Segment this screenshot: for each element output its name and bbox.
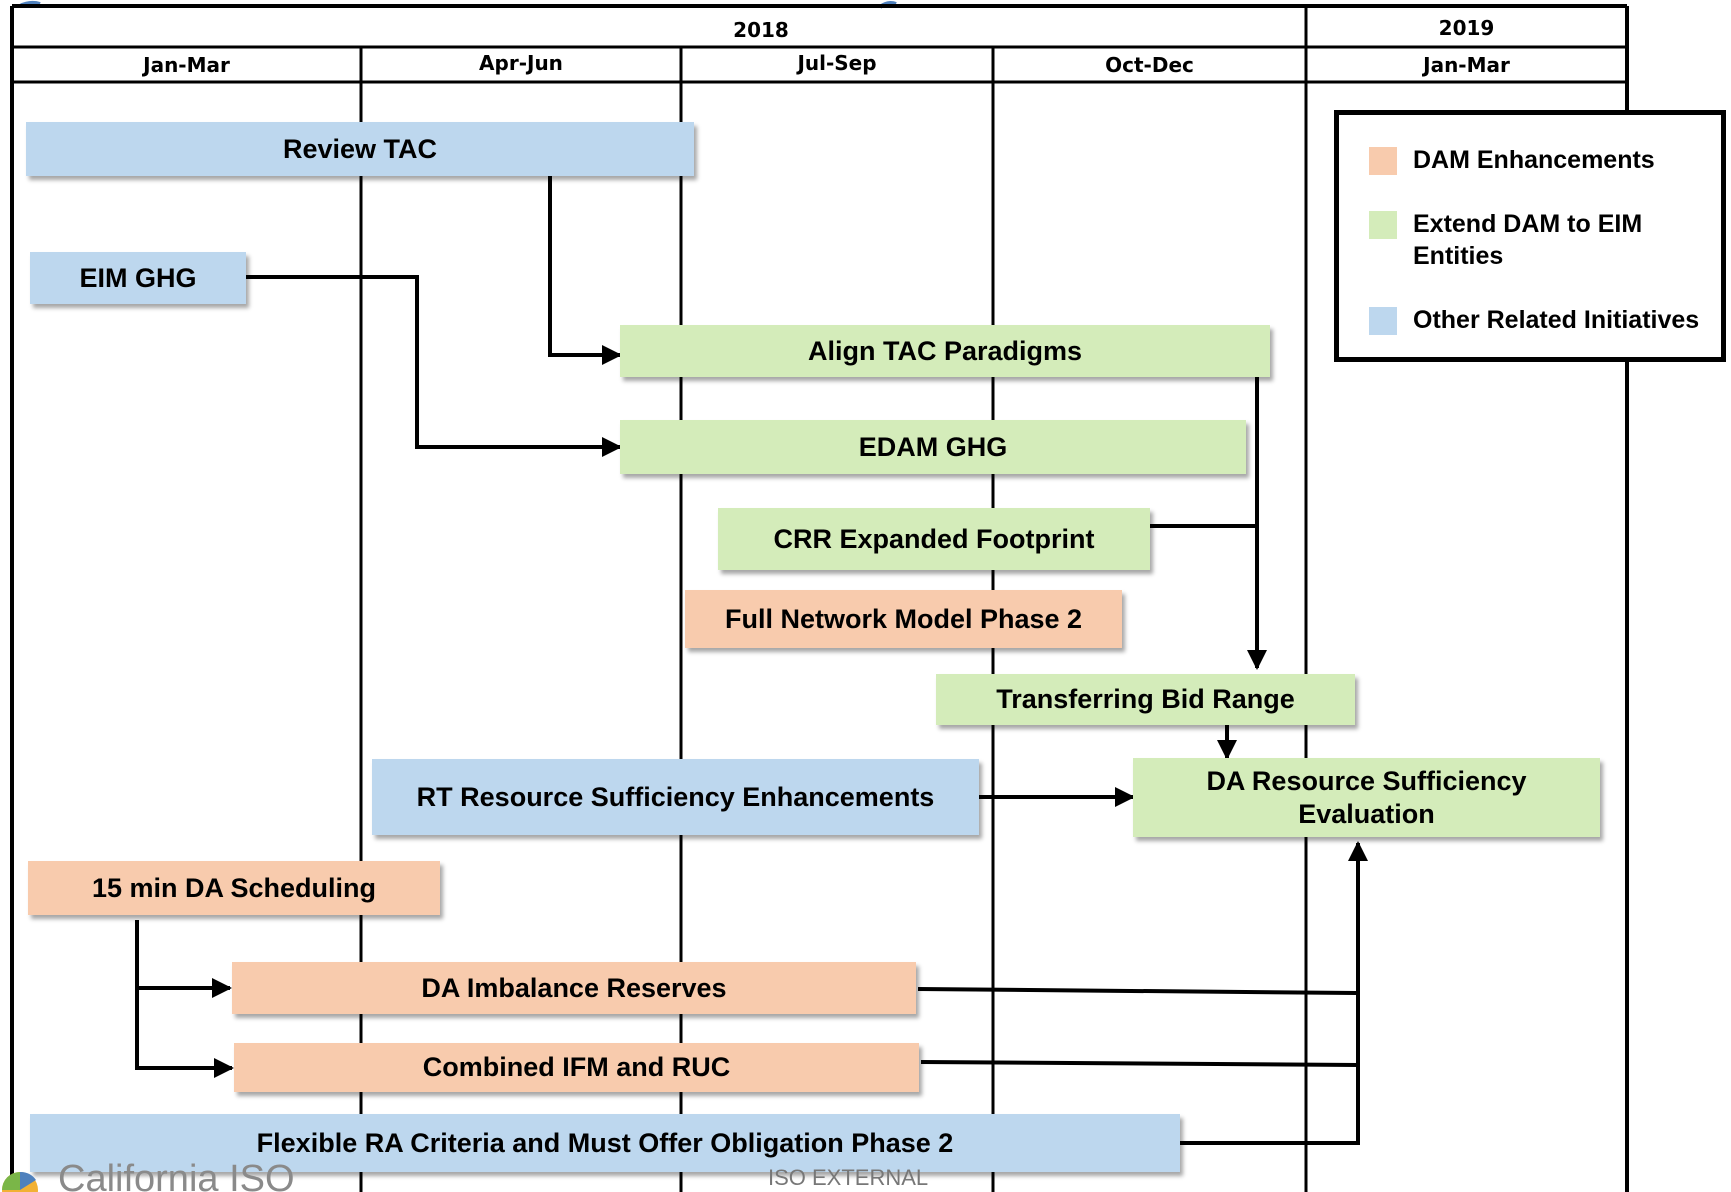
footer-logo-text: California ISO [58, 1158, 295, 1192]
legend-swatch [1369, 307, 1397, 335]
legend-label: Extend DAM to EIM Entities [1413, 210, 1643, 270]
initiative-eim-ghg: EIM GHG [30, 252, 246, 304]
quarter-label-q1-2019: Jan-Mar [1423, 53, 1510, 77]
initiative-rt-resource-sufficiency: RT Resource Sufficiency Enhancements [372, 759, 979, 835]
initiative-flexible-ra-criteria: Flexible RA Criteria and Must Offer Obli… [30, 1114, 1180, 1172]
year-label-2019: 2019 [1438, 16, 1495, 40]
quarter-label-q1-2018: Jan-Mar [143, 53, 230, 77]
initiative-review-tac: Review TAC [26, 122, 694, 176]
arrow-flexra-to-dars [1180, 841, 1368, 1145]
initiative-align-tac-paradigms: Align TAC Paradigms [620, 325, 1270, 377]
year-label-2018: 2018 [733, 18, 789, 42]
legend-swatch [1369, 147, 1397, 175]
quarter-label-q2-2018: Apr-Jun [479, 51, 563, 75]
initiative-da-resource-sufficiency: DA Resource Sufficiency Evaluation [1133, 758, 1600, 837]
legend-item-other-related: Other Related Initiatives [1369, 304, 1723, 336]
initiative-da-imbalance-reserves: DA Imbalance Reserves [232, 962, 916, 1014]
legend-label: Other Related Initiatives [1413, 306, 1700, 334]
connector-cifm [920, 1060, 1359, 1067]
legend-item-extend-dam-to-eim: Extend DAM to EIM Entities [1369, 208, 1683, 272]
arrow-eim-ghg-to-edam-ghg [246, 275, 622, 457]
arrow-15min-to-dair [135, 920, 232, 998]
logo-sun-icon [2, 1171, 38, 1192]
legend-item-dam-enhancements: DAM Enhancements [1369, 144, 1723, 176]
initiative-15-min-da-scheduling: 15 min DA Scheduling [28, 861, 440, 915]
initiative-crr-expanded-footprint: CRR Expanded Footprint [718, 508, 1150, 570]
quarter-label-q4-2018: Oct-Dec [1105, 53, 1194, 77]
legend: DAM Enhancements Extend DAM to EIM Entit… [1334, 110, 1726, 362]
arrow-15min-to-cifm [135, 988, 234, 1078]
initiative-transferring-bid-range: Transferring Bid Range [936, 674, 1355, 725]
legend-label: DAM Enhancements [1413, 146, 1655, 174]
connector-dair [917, 987, 1357, 995]
arrow-review-tac-to-align-tac [548, 176, 622, 365]
initiative-combined-ifm-and-ruc: Combined IFM and RUC [234, 1043, 919, 1092]
legend-swatch [1369, 211, 1397, 239]
quarter-label-q3-2018: Jul-Sep [797, 51, 877, 75]
initiative-full-network-model-phase-2: Full Network Model Phase 2 [685, 590, 1122, 648]
initiative-edam-ghg: EDAM GHG [620, 420, 1246, 474]
footer-classification: ISO EXTERNAL [768, 1165, 929, 1190]
